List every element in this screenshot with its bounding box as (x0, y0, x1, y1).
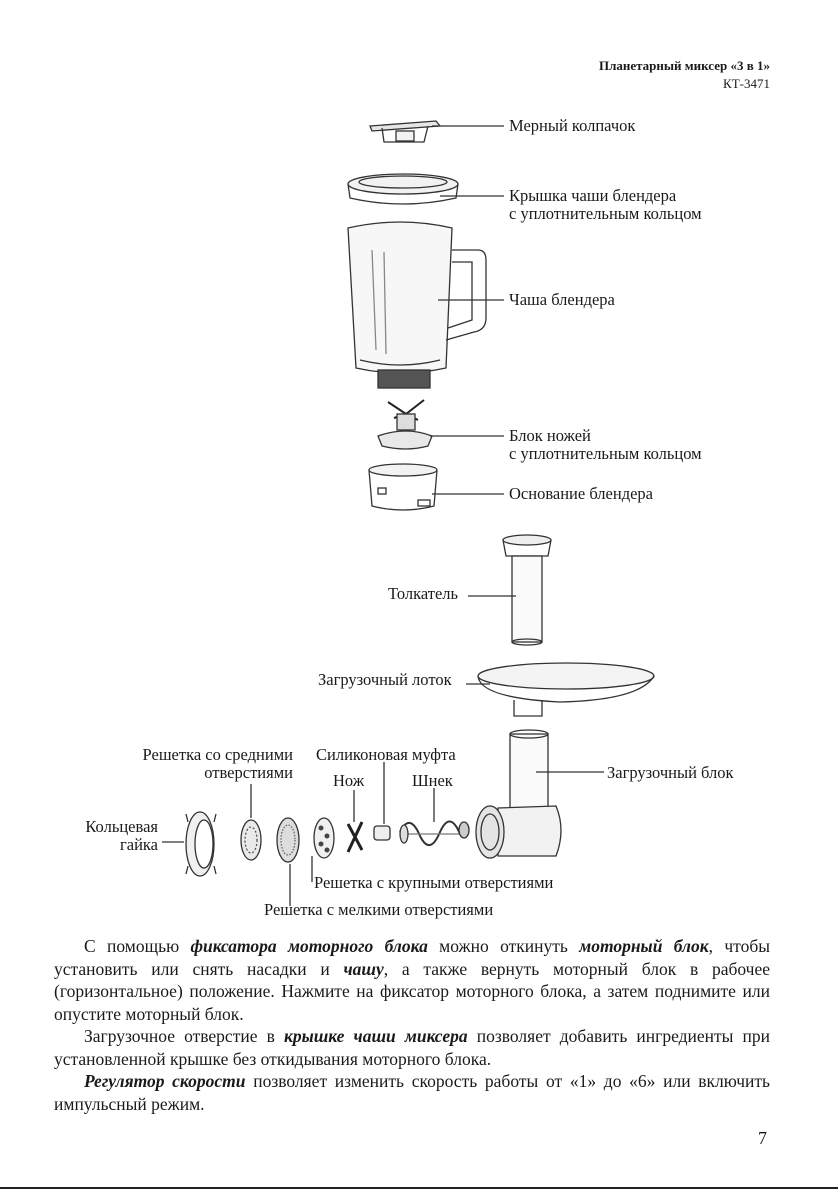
label-fine-grid: Решетка с мелкими отверстиями (264, 901, 493, 919)
label-pusher: Толкатель (388, 585, 458, 603)
label-measuring-cap: Мерный колпачок (509, 117, 635, 135)
label-medium-grid-line1: Решетка со средними (143, 746, 293, 764)
blender-jar-drawing (348, 222, 486, 388)
label-blade-line2: с уплотнительным кольцом (509, 445, 702, 463)
knife-drawing (348, 822, 362, 852)
page-number: 7 (758, 1128, 767, 1149)
label-feed-tray: Загрузочный лоток (318, 671, 452, 689)
pusher-drawing (503, 535, 551, 645)
blender-base-drawing (369, 464, 437, 510)
label-feed-unit: Загрузочный блок (607, 764, 734, 782)
ring-nut-drawing (186, 812, 216, 876)
exploded-diagram (0, 0, 838, 930)
jar-lid-drawing (348, 174, 458, 204)
label-blade-line1: Блок ножей (509, 427, 591, 445)
label-jar-lid-line1: Крышка чаши блендера (509, 187, 676, 205)
label-blender-jar: Чаша блендера (509, 291, 615, 309)
medium-grid-drawing (241, 820, 261, 860)
feed-unit-drawing (476, 730, 561, 858)
auger-drawing (400, 821, 469, 845)
label-silicone-coupling: Силиконовая муфта (316, 746, 456, 764)
bottom-rule (0, 1187, 838, 1189)
label-ring-nut-line1: Кольцевая (85, 818, 158, 836)
body-text: С помощью фиксатора моторного блока можн… (54, 935, 770, 1115)
label-blender-base: Основание блендера (509, 485, 653, 503)
label-coarse-grid: Решетка с крупными отверстиями (314, 874, 553, 892)
paragraph-1: С помощью фиксатора моторного блока можн… (54, 935, 770, 1025)
paragraph-3: Регулятор скорости позволяет изменить ск… (54, 1070, 770, 1115)
label-ring-nut-line2: гайка (120, 836, 158, 854)
label-jar-lid-line2: с уплотнительным кольцом (509, 205, 702, 223)
label-medium-grid-line2: отверстиями (204, 764, 293, 782)
label-auger: Шнек (412, 772, 453, 790)
silicone-coupling-drawing (374, 826, 390, 840)
measuring-cap-drawing (370, 121, 440, 142)
paragraph-2: Загрузочное отверстие в крышке чаши микс… (54, 1025, 770, 1070)
coarse-grid-drawing (314, 818, 334, 858)
blade-assembly-drawing (378, 400, 432, 449)
fine-grid-drawing (277, 818, 299, 862)
label-knife: Нож (333, 772, 364, 790)
feed-tray-drawing (478, 663, 654, 716)
